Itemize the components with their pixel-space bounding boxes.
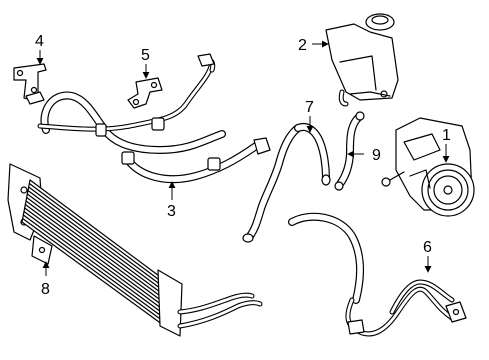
callout-1: 1 <box>442 127 451 144</box>
hose-part-6 <box>288 212 467 337</box>
callout-7: 7 <box>305 99 314 116</box>
cooler-fin <box>28 186 178 298</box>
cooler-part-8 <box>7 163 263 337</box>
cooler-fin <box>27 189 177 301</box>
cooler-fin <box>22 217 172 328</box>
cooler-fin <box>26 196 176 308</box>
hose-part-7 <box>242 123 331 243</box>
callout-9: 9 <box>372 147 381 164</box>
cooler-fin <box>23 210 173 321</box>
callout-5: 5 <box>141 47 150 64</box>
callout-4: 4 <box>35 33 44 50</box>
pump-part-1 <box>381 117 475 217</box>
bracket-part-5 <box>127 77 163 109</box>
cooler-fin <box>24 207 174 318</box>
cooler-fin <box>28 182 178 294</box>
cooler-fin <box>24 203 174 314</box>
cooler-fin <box>22 214 172 324</box>
reservoir-part-2 <box>325 13 399 107</box>
cooler-fin <box>26 193 176 304</box>
callout-3: 3 <box>167 203 176 220</box>
bracket-part-4 <box>13 63 47 105</box>
callout-6: 6 <box>423 239 432 256</box>
hose-assembly-part-3 <box>37 53 271 184</box>
callout-8: 8 <box>41 281 50 298</box>
hose-part-9 <box>334 111 365 191</box>
callout-2: 2 <box>298 37 307 54</box>
cooler-fin <box>25 200 175 311</box>
